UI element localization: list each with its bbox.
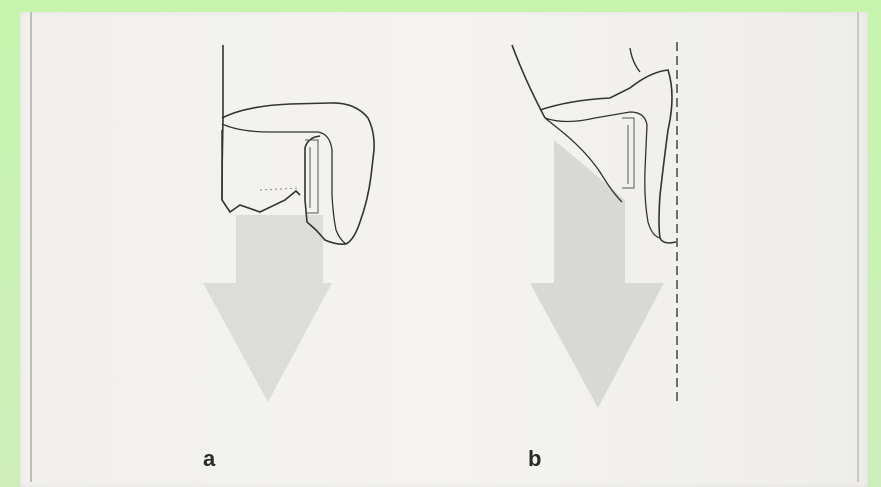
panel-a-arrow [203,215,332,402]
panel-b-cylinder-right [630,48,640,72]
panel-b-lens-groove [622,118,634,188]
panel-b-cylinder [512,45,545,118]
panel-a-lens-groove [305,140,318,213]
panel-b-drawing [512,42,677,408]
panel-b-arrow [530,140,664,408]
panel-a-bottom-edge [260,188,300,190]
panel-a-drawing [203,45,374,402]
panel-a-label: a [203,446,215,472]
panel-b-label: b [528,446,541,472]
